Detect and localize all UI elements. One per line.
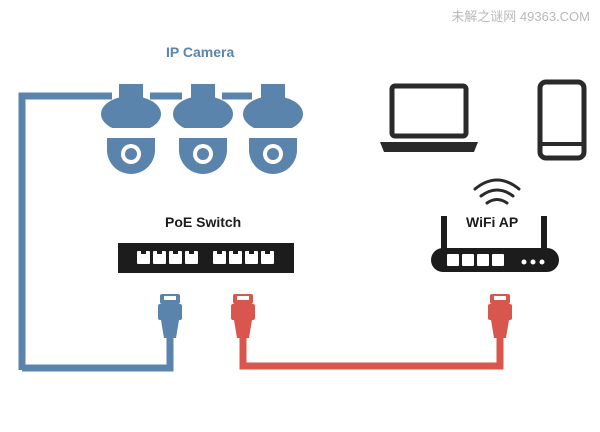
smartphone-icon: [537, 79, 587, 161]
ip-camera-icon: [173, 84, 233, 174]
ip-camera-icon: [101, 84, 161, 174]
ethernet-connector-icon: [231, 294, 255, 338]
wifi-ap-label: WiFi AP: [466, 214, 519, 230]
ethernet-connector-icon: [488, 294, 512, 338]
ip-camera-label: IP Camera: [166, 44, 235, 60]
red-cable: [239, 338, 504, 370]
blue-cable: [18, 92, 252, 372]
ip-camera-icon: [243, 84, 303, 174]
watermark: 未解之谜网 49363.COM: [451, 9, 590, 24]
ethernet-connector-icon: [158, 294, 182, 338]
switch-ports: [137, 251, 274, 264]
wifi-ap-router: [431, 216, 559, 272]
wifi-signal-icon: [473, 178, 521, 205]
poe-switch-label: PoE Switch: [165, 214, 242, 230]
laptop-icon: [380, 83, 478, 152]
poe-switch: [118, 243, 294, 273]
